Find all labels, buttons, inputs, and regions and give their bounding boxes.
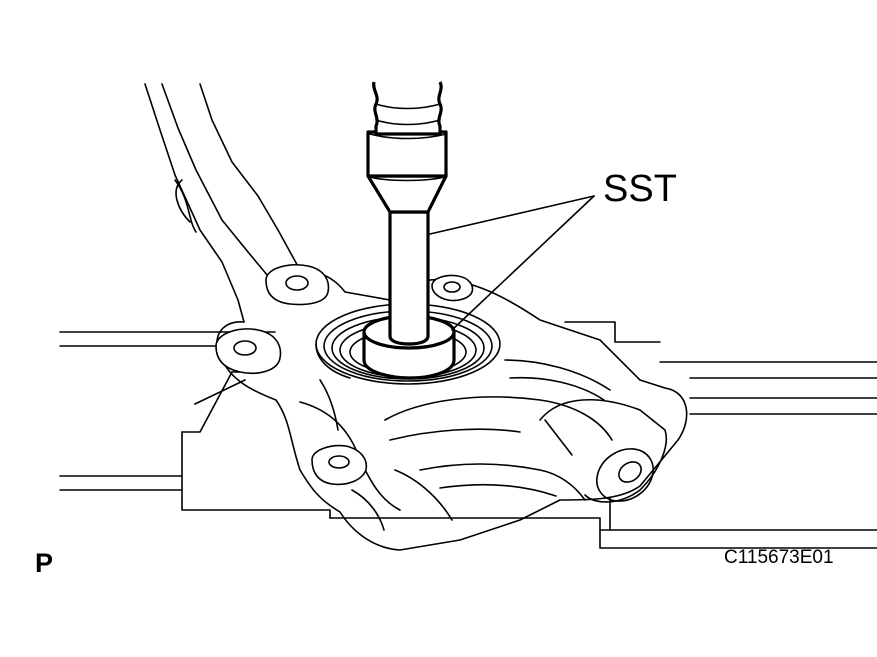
- figure-code: C115673E01: [724, 547, 834, 568]
- knuckle-boss: [539, 398, 667, 503]
- knuckle-body: [216, 268, 688, 551]
- leader-lines: [429, 195, 595, 331]
- sst-tool: [362, 81, 456, 380]
- view-label: P: [35, 548, 54, 578]
- sst-label: SST: [603, 168, 677, 210]
- bolt-bosses: [215, 264, 474, 486]
- knuckle-upper-arm: [144, 83, 301, 323]
- workbench-lines: [59, 321, 877, 549]
